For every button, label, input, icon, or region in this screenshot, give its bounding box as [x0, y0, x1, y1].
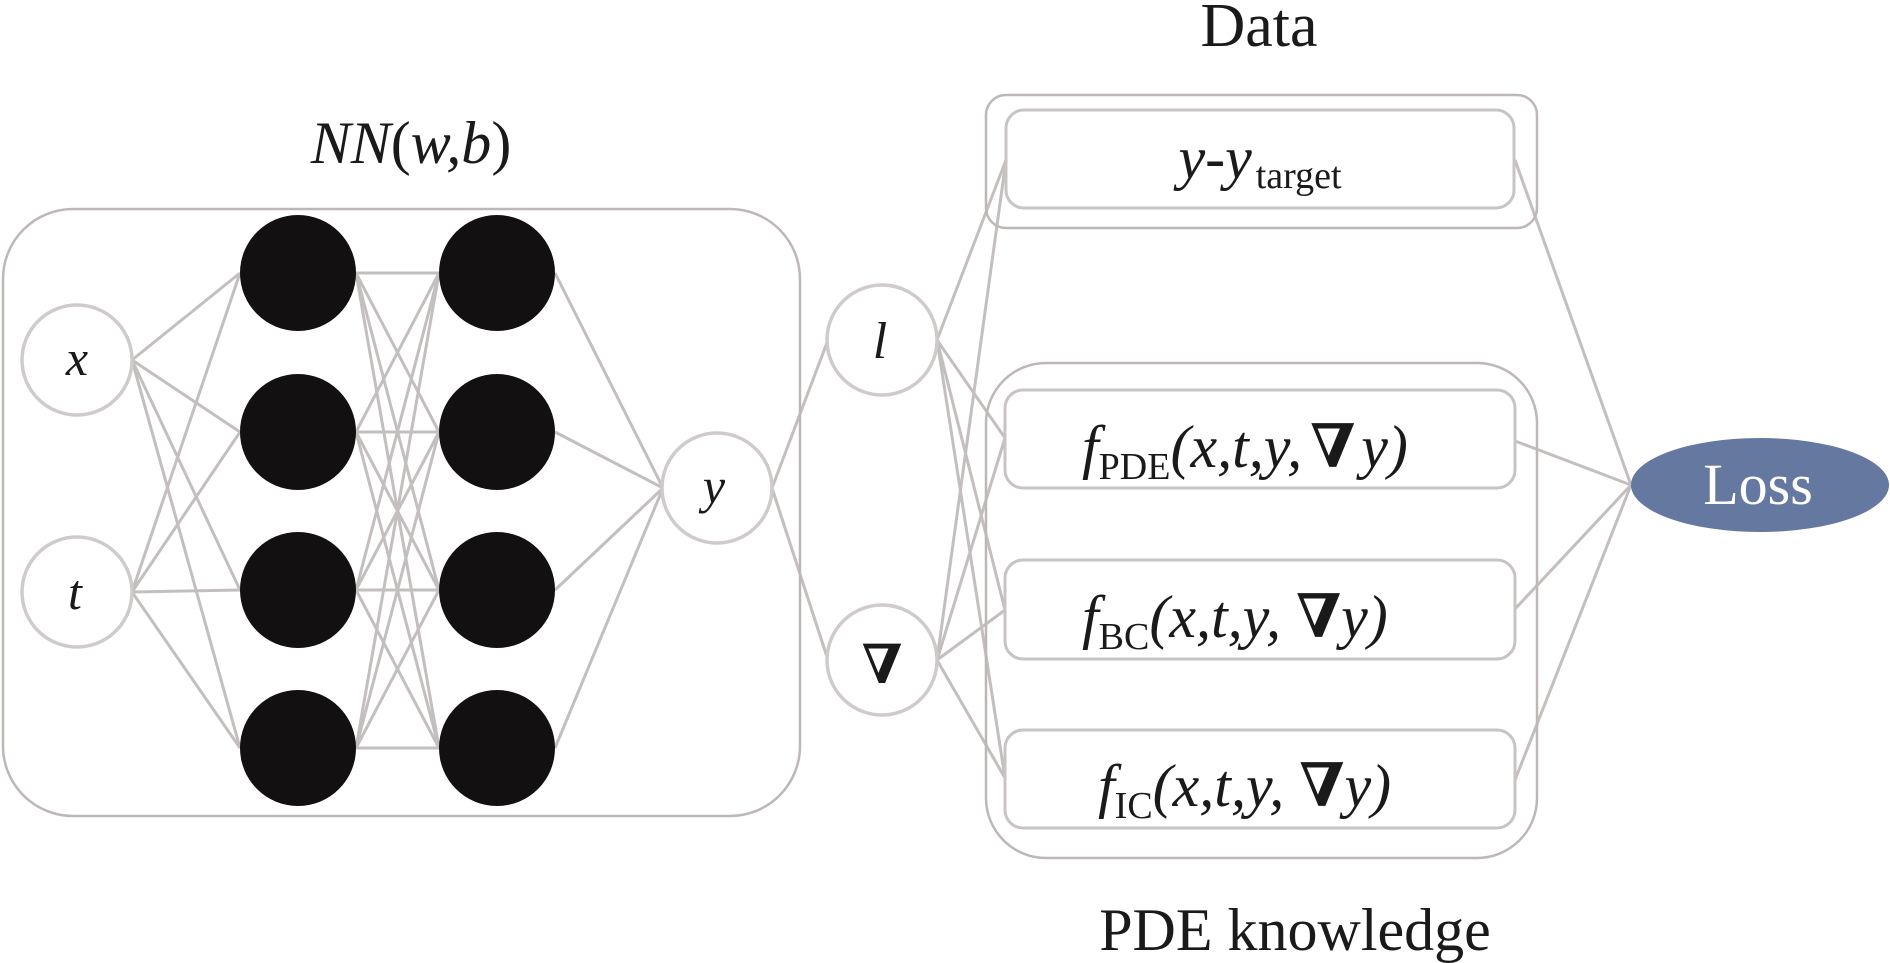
input-node-t: t: [20, 535, 134, 649]
edge-identity-to-term2: [935, 339, 1007, 611]
pde-term-box: fPDE(x,t,y,∇y): [1003, 388, 1517, 490]
nabla-icon: ∇: [1296, 584, 1341, 650]
network-title: NN(w,b): [310, 110, 512, 176]
data-term-y: y: [1172, 125, 1205, 191]
hidden-layer-2-neuron-2: [439, 374, 555, 490]
pde-term-subscript: PDE: [1099, 446, 1171, 488]
hidden-layer-1-neuron-3: [240, 532, 356, 648]
pde-group-box: [984, 361, 1539, 860]
data-title: Data: [1200, 0, 1317, 60]
nabla-icon: ∇: [1310, 414, 1355, 480]
edge-input0-to-h1n0: [131, 271, 241, 362]
bc-term-label: fBC(x,t,y, ∇y): [1082, 584, 1388, 658]
hidden-layer-1-neuron-2: [240, 374, 356, 490]
edge-h1n3-to-h2n0: [354, 272, 441, 749]
edge-h1n3-to-h2n2: [354, 589, 441, 749]
edge-gradient-to-term2: [936, 608, 1006, 662]
edge-input0-to-h1n2: [130, 359, 242, 591]
hidden-layer-2-neuron-3: [439, 532, 555, 648]
edge-h2n2-to-output: [553, 486, 665, 592]
output-node-y-label: y: [698, 458, 726, 514]
loss-label: Loss: [1703, 452, 1813, 517]
pde-term-args-tail: y): [1355, 414, 1408, 480]
edge-input1-to-h1n1: [130, 431, 242, 593]
network-title-open-paren: (: [391, 110, 411, 176]
edge-identity-to-term0: [935, 159, 1008, 341]
bc-term-args-tail: y): [1335, 584, 1388, 650]
edge-term2-to-loss: [1513, 483, 1633, 611]
data-term-dash: -: [1205, 125, 1225, 191]
nabla-icon: ∇: [862, 635, 903, 695]
data-term-box: [1004, 108, 1516, 210]
input-node-x-label: x: [65, 330, 88, 386]
edge-input0-to-h1n1: [131, 358, 241, 434]
edge-identity-to-term3: [935, 339, 1007, 779]
network-title-args: w,b: [411, 110, 492, 176]
hidden-layer-1-neuron-1: [240, 215, 356, 331]
operator-node-identity: l: [825, 283, 939, 397]
edge-gradient-to-term3: [935, 659, 1007, 779]
network-title-main: NN: [310, 110, 394, 176]
edge-h1n2-to-h2n0: [354, 272, 441, 591]
hidden-layer-1-neuron-4: [240, 690, 356, 806]
edge-h2n1-to-output: [554, 430, 664, 490]
nabla-icon: ∇: [1299, 753, 1344, 819]
edge-term3-to-loss: [1513, 484, 1633, 781]
edge-gradient-to-term1: [935, 437, 1007, 661]
bc-term-box: fBC(x,t,y, ∇y): [1003, 558, 1517, 661]
operator-node-gradient: ∇: [825, 603, 939, 717]
edge-input0-to-h1n3: [130, 359, 242, 749]
network-title-close-paren: ): [491, 110, 511, 176]
nn-container: [1, 207, 802, 818]
hidden-layer-2-neuron-1: [439, 215, 555, 331]
data-term-subscript: target: [1256, 155, 1342, 197]
data-group-box: [984, 93, 1539, 230]
pde-knowledge-title: PDE knowledge: [1099, 897, 1491, 963]
loss-node: Loss: [1631, 438, 1889, 532]
edge-input1-to-h1n3: [130, 591, 242, 749]
hidden-layer-2-neuron-4: [439, 690, 555, 806]
ic-term-args: (x,t,y,: [1153, 753, 1300, 819]
ic-term-subscript: IC: [1115, 785, 1153, 827]
edge-h2n0-to-output: [553, 272, 665, 489]
edge-term0-to-loss: [1513, 159, 1633, 486]
edge-h2n3-to-output: [553, 487, 665, 749]
data-term-y2: y: [1219, 125, 1252, 191]
edge-gradient-to-term0: [935, 159, 1008, 661]
pde-term-label: fPDE(x,t,y,∇y): [1082, 414, 1408, 488]
ic-term-label: fIC(x,t,y, ∇y): [1098, 753, 1391, 827]
edges: [130, 159, 1633, 781]
operator-identity-label: l: [873, 313, 887, 370]
edge-input1-to-h1n0: [130, 272, 242, 593]
bc-term-subscript: BC: [1099, 616, 1150, 658]
ic-term-args-tail: y): [1338, 753, 1391, 819]
edge-identity-to-term1: [935, 339, 1007, 439]
edge-input1-to-h1n2: [131, 588, 241, 594]
ic-term-box: fIC(x,t,y, ∇y): [1003, 728, 1517, 830]
output-node-y: y: [660, 431, 774, 545]
input-node-t-label: t: [68, 564, 83, 620]
input-node-x: x: [20, 303, 134, 417]
bc-term-args: (x,t,y,: [1149, 584, 1296, 650]
edge-h1n3-to-h2n1: [354, 431, 441, 749]
edge-term1-to-loss: [1514, 439, 1632, 487]
edge-h1n1-to-h2n0: [354, 272, 441, 433]
pde-term-args: (x,t,y,: [1170, 414, 1302, 480]
hidden-nodes: [240, 215, 555, 806]
